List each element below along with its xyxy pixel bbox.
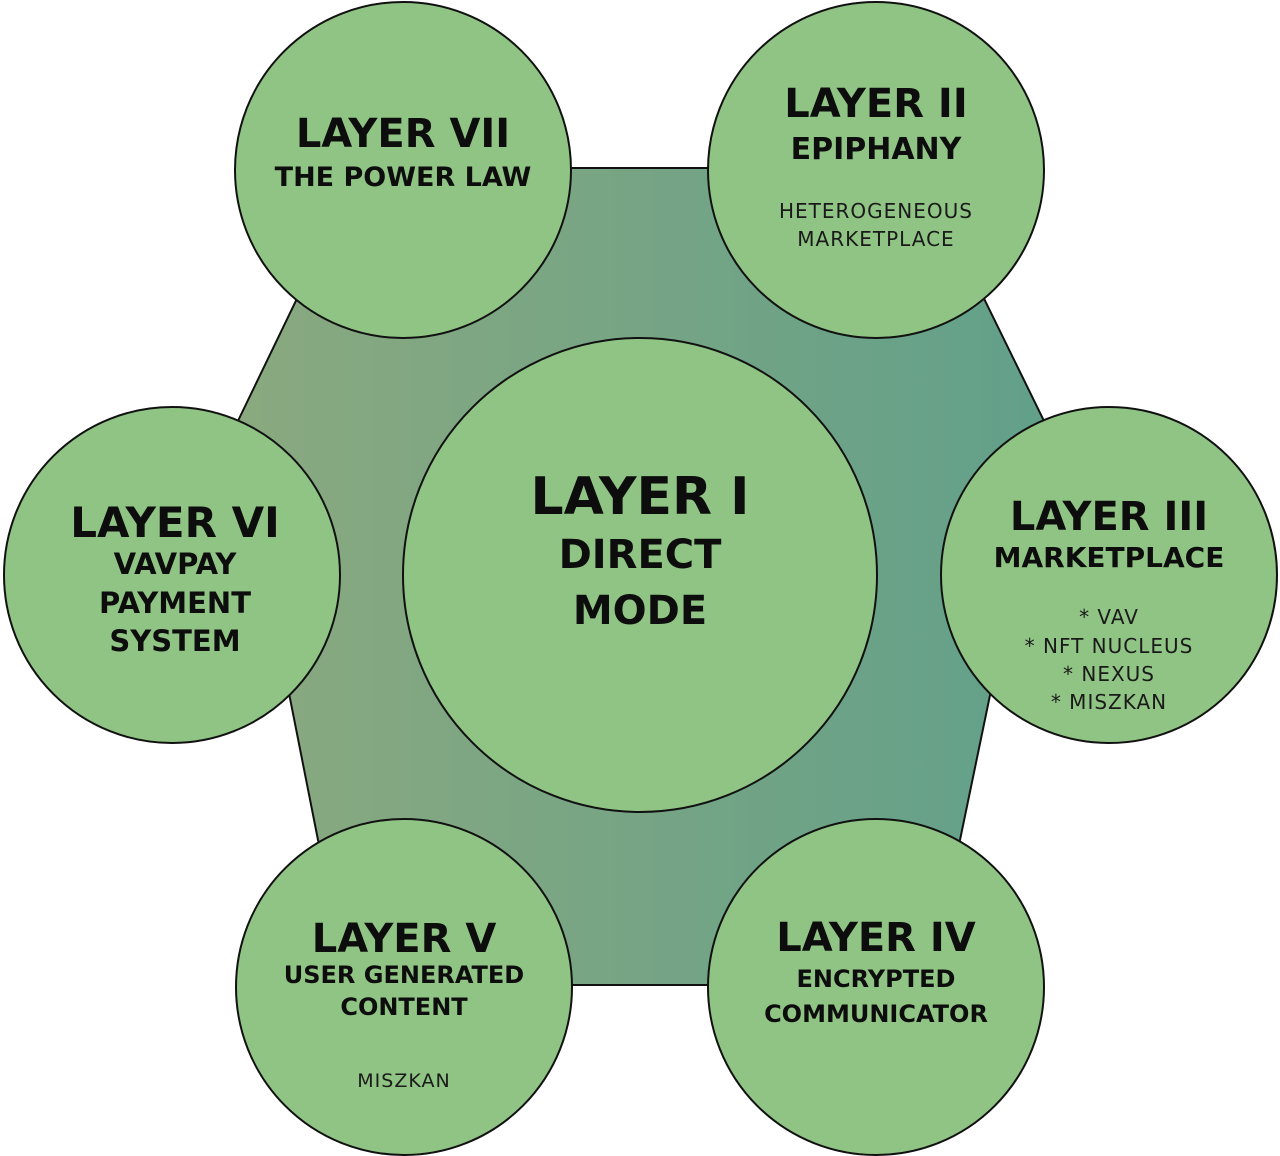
layer-2-node: LAYER II EPIPHANY HETEROGENEOUS MARKETPL… (707, 1, 1045, 339)
layer-4-circle (707, 818, 1045, 1156)
layer-4-subtitle-1: ENCRYPTED (797, 965, 956, 993)
layer-7-title: LAYER VII (296, 111, 510, 157)
layer-3-subtitle: MARKETPLACE (994, 541, 1225, 574)
layer-3-note-4: * MISZKAN (1051, 690, 1167, 714)
layer-5-node: LAYER V USER GENERATED CONTENT MISZKAN (235, 818, 573, 1156)
layer-7-circle (234, 1, 572, 339)
layer-6-circle (3, 406, 341, 744)
layer-2-note-2: MARKETPLACE (797, 227, 954, 251)
layer-1-node: LAYER I DIRECT MODE (402, 337, 878, 813)
layer-3-title: LAYER III (1010, 494, 1208, 540)
layer-1-title: LAYER I (530, 467, 749, 527)
layer-5-subtitle-2: CONTENT (340, 993, 468, 1021)
layer-2-circle (707, 1, 1045, 339)
layer-2-title: LAYER II (784, 81, 967, 127)
layer-5-note-1: MISZKAN (357, 1070, 450, 1092)
layer-3-note-2: * NFT NUCLEUS (1025, 634, 1194, 658)
layer-7-node: LAYER VII THE POWER LAW (234, 1, 572, 339)
layer-1-subtitle-1: DIRECT (559, 532, 723, 578)
layer-6-subtitle-1: VAVPAY (114, 547, 238, 581)
layer-7-subtitle: THE POWER LAW (275, 162, 532, 193)
layer-4-title: LAYER IV (776, 915, 976, 961)
layer-3-circle (940, 406, 1278, 744)
layer-3-note-3: * NEXUS (1063, 662, 1155, 686)
layer-6-subtitle-2: PAYMENT (99, 586, 251, 620)
layer-6-subtitle-3: SYSTEM (109, 624, 240, 658)
layer-4-node: LAYER IV ENCRYPTED COMMUNICATOR (707, 818, 1045, 1156)
layer-4-subtitle-2: COMMUNICATOR (764, 1000, 988, 1028)
layer-6-node: LAYER VI VAVPAY PAYMENT SYSTEM (3, 406, 341, 744)
layer-1-circle (402, 337, 878, 813)
layer-5-circle (235, 818, 573, 1156)
layer-2-note-1: HETEROGENEOUS (779, 199, 973, 223)
layer-3-node: LAYER III MARKETPLACE * VAV * NFT NUCLEU… (940, 406, 1278, 744)
layer-3-note-1: * VAV (1079, 605, 1139, 629)
layer-1-subtitle-2: MODE (573, 588, 707, 634)
layer-6-title: LAYER VI (70, 498, 279, 547)
layer-5-title: LAYER V (312, 916, 497, 962)
layer-5-subtitle-1: USER GENERATED (284, 961, 524, 989)
layer-2-subtitle: EPIPHANY (791, 132, 963, 167)
